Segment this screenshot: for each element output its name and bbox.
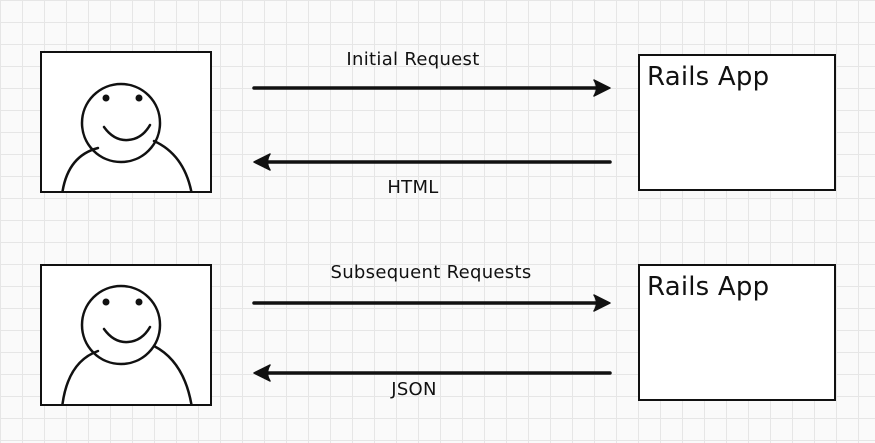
rails-app-label: Rails App [647,272,770,302]
request-label-initial: Initial Request [346,49,480,70]
smiley-user-icon [61,284,193,404]
user-box-subsequent [40,264,212,406]
request-arrow-subsequent [252,294,611,312]
response-arrow-html [253,153,612,171]
response-arrow-json [253,364,612,382]
rails-app-box-subsequent: Rails App [638,264,836,401]
request-label-subsequent: Subsequent Requests [330,262,532,283]
response-label-html: HTML [387,177,439,198]
response-label-json: JSON [391,379,437,400]
smiley-user-icon [61,82,193,191]
rails-app-label: Rails App [647,62,770,92]
user-box-initial [40,51,212,193]
rails-app-box-initial: Rails App [638,54,836,191]
request-arrow-initial [252,79,611,97]
